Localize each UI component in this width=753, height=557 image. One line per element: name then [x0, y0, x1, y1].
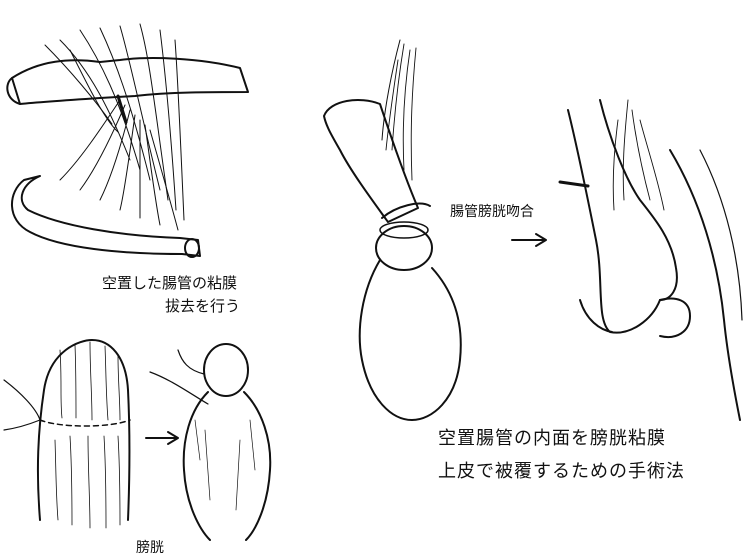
bladder-before-illustration	[4, 340, 130, 528]
bladder-label: 膀胱	[136, 537, 164, 557]
anastomosis-label: 腸管膀胱吻合	[450, 201, 534, 221]
caption-line1: 空置腸管の内面を膀胱粘膜	[438, 424, 666, 450]
bladder-after-illustration	[150, 344, 270, 540]
caption-line2: 上皮で被覆するための手術法	[438, 457, 685, 483]
arrow-right-2	[512, 234, 546, 246]
excision-label-line1: 空置した腸管の粘膜	[102, 272, 237, 293]
isolated-bowel-illustration	[7, 24, 248, 257]
anastomosis-right-illustration	[560, 100, 742, 420]
arrow-right-1	[146, 432, 178, 444]
excision-label-line2: 拔去を行う	[165, 295, 240, 316]
anastomosis-left-illustration	[324, 40, 461, 420]
